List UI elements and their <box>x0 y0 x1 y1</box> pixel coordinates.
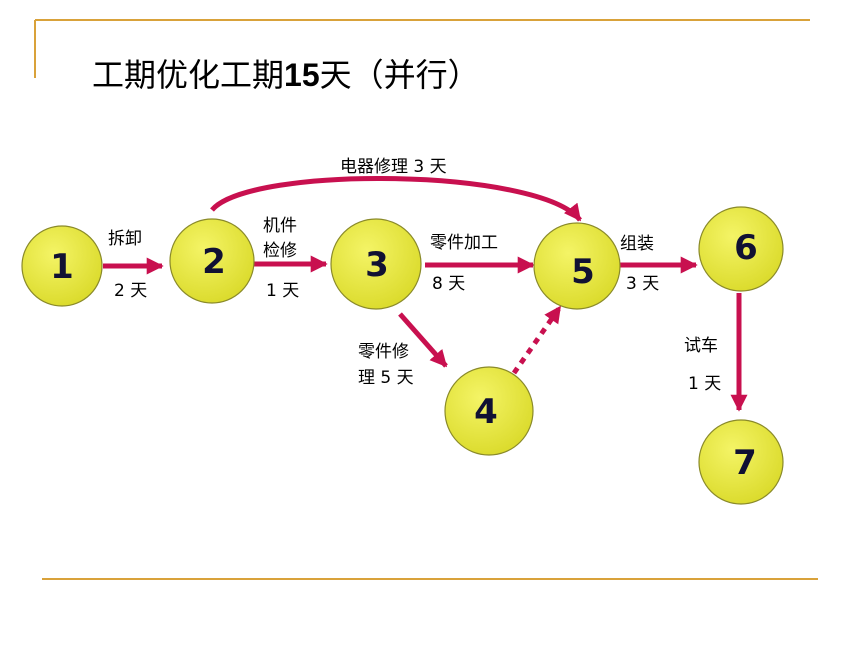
node-6: 6 <box>698 206 784 292</box>
edge-3-4-name-line2: 理 5 天 <box>358 368 414 388</box>
edge-3-5-name: 零件加工 <box>430 233 498 253</box>
edge-2-5-name: 电器修理 3 天 <box>340 157 447 177</box>
edge-4-5-arrow <box>511 305 563 375</box>
edge-3-5-duration: 8 天 <box>432 274 465 294</box>
edge-2-5-arrow <box>210 175 582 222</box>
edge-6-7-duration: 1 天 <box>688 374 721 394</box>
node-1-label: 1 <box>50 247 74 287</box>
node-2-label: 2 <box>202 242 226 282</box>
edge-2-3-name-line1: 机件 <box>263 216 297 236</box>
node-7: 7 <box>698 419 784 505</box>
edge-6-7-name: 试车 <box>684 336 718 356</box>
edge-2-3-name-line2: 检修 <box>263 241 297 261</box>
node-2: 2 <box>169 218 255 304</box>
node-5: 5 <box>533 222 621 310</box>
node-7-label: 7 <box>733 443 757 483</box>
title-number: 15 <box>284 57 320 93</box>
title-suffix: 天（并行） <box>319 56 480 94</box>
edge-5-6-duration: 3 天 <box>626 274 659 294</box>
node-4-label: 4 <box>474 392 498 432</box>
title-prefix: 工期优化工期 <box>92 56 285 94</box>
node-5-label: 5 <box>571 252 595 292</box>
node-6-label: 6 <box>734 228 758 268</box>
edge-1-2-name: 拆卸 <box>108 229 142 249</box>
edge-5-6-name: 组装 <box>620 234 654 254</box>
node-4: 4 <box>444 366 534 456</box>
edge-2-3-duration: 1 天 <box>266 281 299 301</box>
node-3-label: 3 <box>365 245 389 285</box>
node-3: 3 <box>330 218 422 310</box>
edge-1-2-duration: 2 天 <box>114 281 147 301</box>
node-1: 1 <box>21 225 103 307</box>
page-title: 工期优化工期15天（并行） <box>92 50 480 96</box>
edge-3-4-name-line1: 零件修 <box>358 342 409 362</box>
edge-3-4-arrow <box>398 312 448 368</box>
